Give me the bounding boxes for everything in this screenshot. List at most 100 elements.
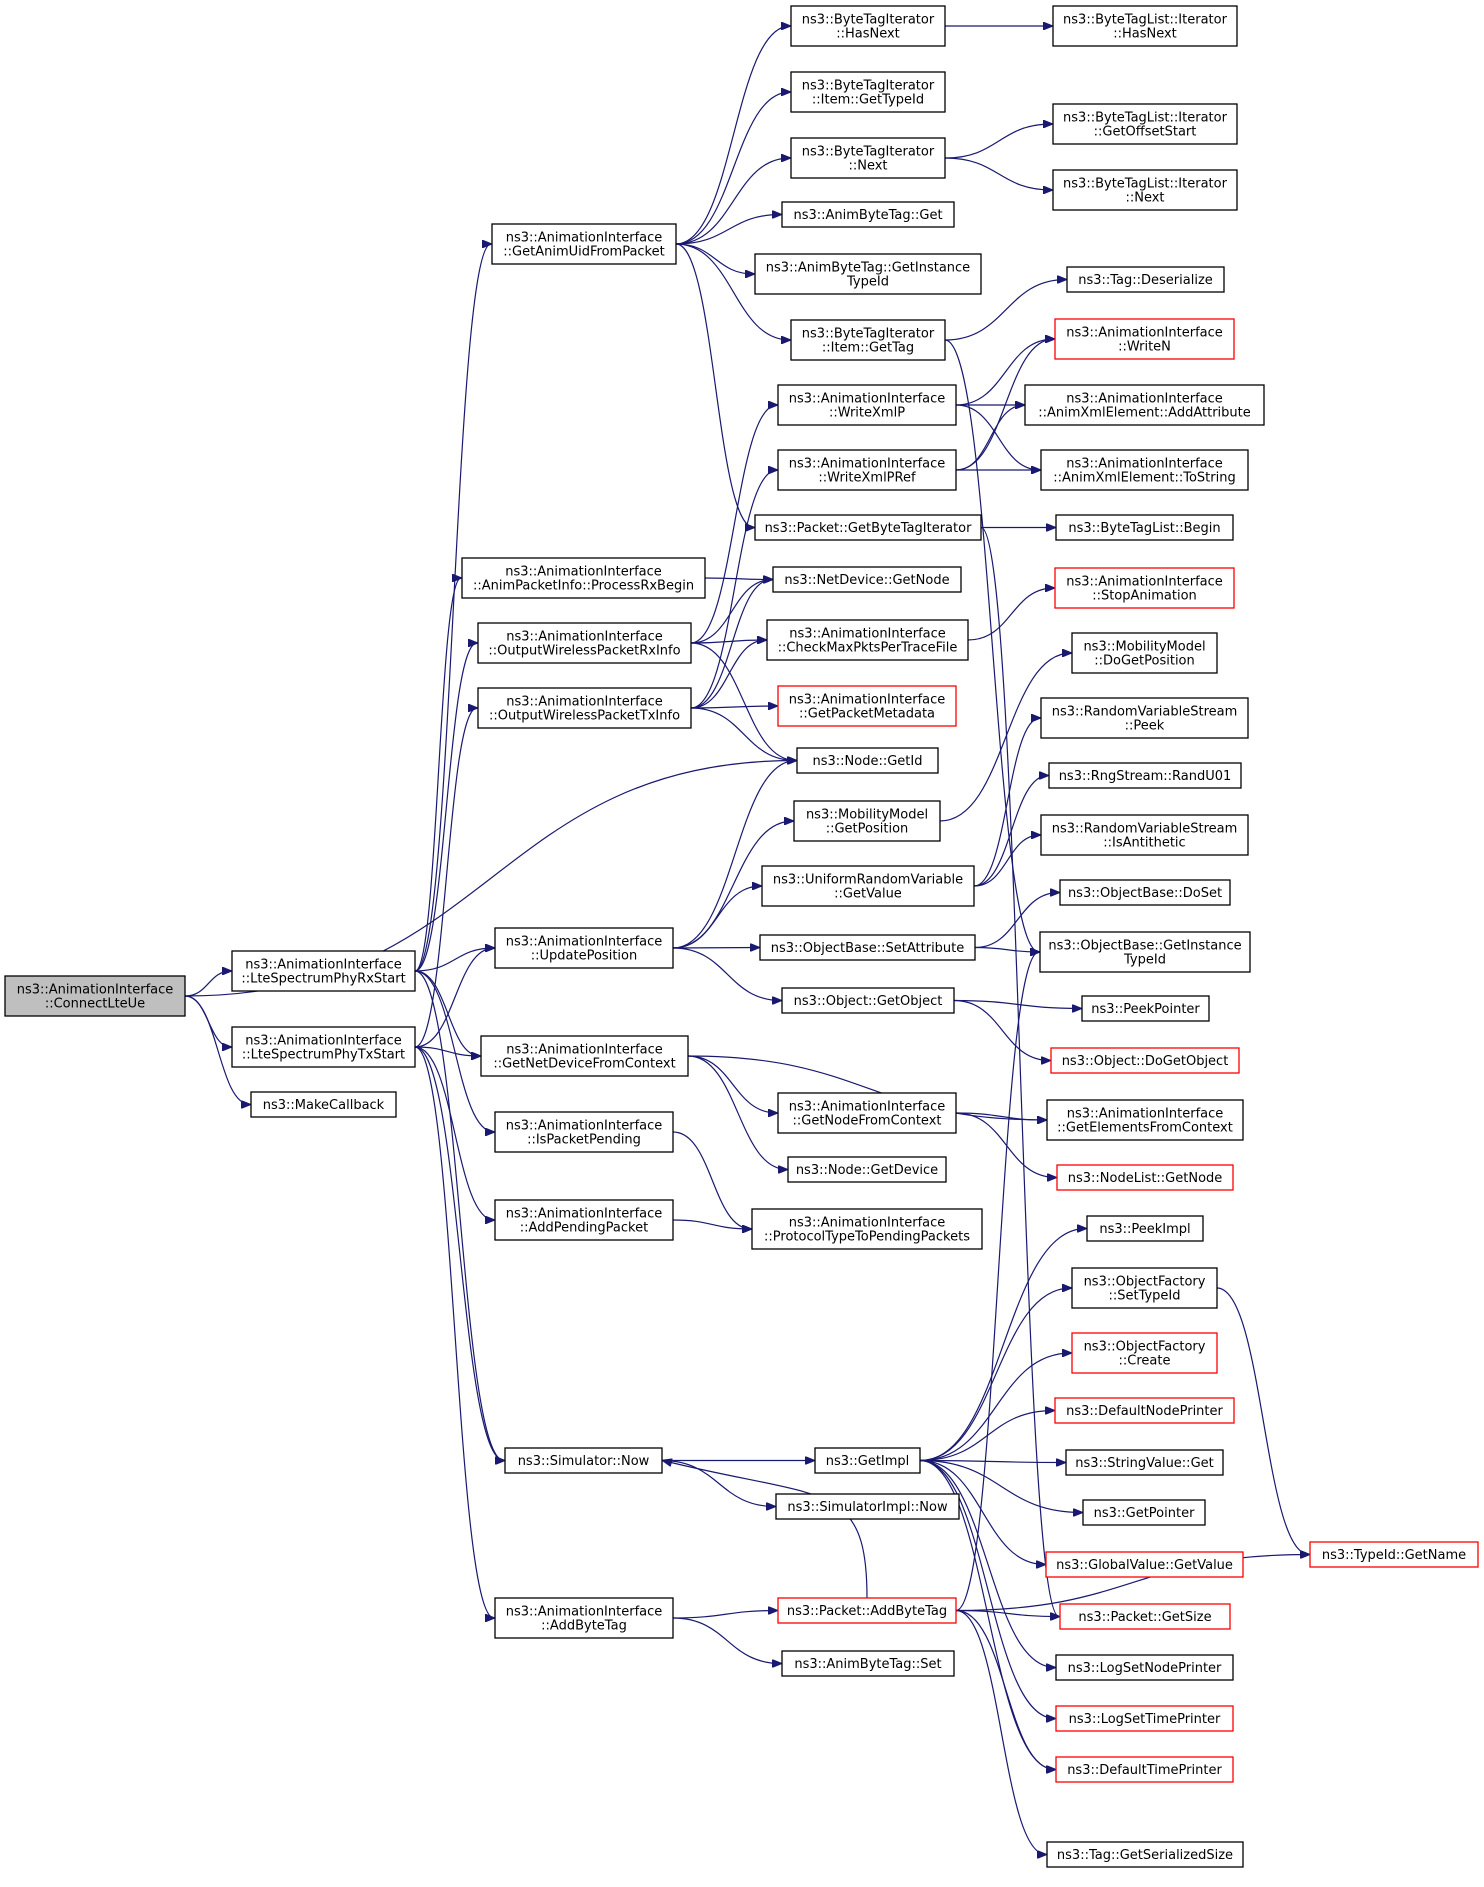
node-getPointer[interactable]: ns3::GetPointer bbox=[1082, 1499, 1206, 1526]
edge-mmGetPosition-to-mmDoGetPosition bbox=[939, 653, 1071, 822]
node-addByteTagAI[interactable]: ns3::AnimationInterface::AddByteTag bbox=[494, 1597, 674, 1639]
node-btiItemGetTag[interactable]: ns3::ByteTagIterator::Item::GetTag bbox=[790, 319, 946, 361]
node-label-line: ::HasNext bbox=[836, 27, 900, 42]
node-mmDoGetPosition[interactable]: ns3::MobilityModel::DoGetPosition bbox=[1071, 632, 1218, 674]
node-box bbox=[477, 622, 692, 664]
node-objDoGetObject[interactable]: ns3::Object::DoGetObject bbox=[1050, 1047, 1240, 1074]
node-box bbox=[1052, 169, 1238, 211]
node-simNow[interactable]: ns3::Simulator::Now bbox=[504, 1447, 663, 1474]
node-rvsIsAntithetic[interactable]: ns3::RandomVariableStream::IsAntithetic bbox=[1040, 814, 1249, 856]
node-getNodeFromCtx[interactable]: ns3::AnimationInterface::GetNodeFromCont… bbox=[777, 1092, 957, 1134]
node-tagDeserialize[interactable]: ns3::Tag::Deserialize bbox=[1066, 266, 1225, 293]
node-obDoSet[interactable]: ns3::ObjectBase::DoSet bbox=[1059, 879, 1231, 906]
node-label-line: ns3::RandomVariableStream bbox=[1052, 822, 1238, 837]
node-stopAnimation[interactable]: ns3::AnimationInterface::StopAnimation bbox=[1054, 567, 1235, 609]
node-netDevGetNode[interactable]: ns3::NetDevice::GetNode bbox=[772, 566, 962, 593]
node-btlIterHasNext[interactable]: ns3::ByteTagList::Iterator::HasNext bbox=[1052, 5, 1238, 47]
node-isPacketPending[interactable]: ns3::AnimationInterface::IsPacketPending bbox=[494, 1111, 674, 1153]
node-nodeGetId[interactable]: ns3::Node::GetId bbox=[796, 747, 939, 774]
node-btiHasNext[interactable]: ns3::ByteTagIterator::HasNext bbox=[790, 5, 946, 47]
edge-updatePosition-to-objGetObject bbox=[672, 947, 781, 1001]
node-label-line: ns3::DefaultTimePrinter bbox=[1067, 1763, 1222, 1778]
node-ofSetTypeId[interactable]: ns3::ObjectFactory::SetTypeId bbox=[1071, 1267, 1218, 1309]
node-nodeListGetNode[interactable]: ns3::NodeList::GetNode bbox=[1056, 1164, 1234, 1191]
node-processRxBegin[interactable]: ns3::AnimationInterface::AnimPacketInfo:… bbox=[461, 557, 706, 599]
edge-getNodeFromCtx-to-getElemFromCtx bbox=[955, 1112, 1046, 1120]
node-logSetNodePrinter[interactable]: ns3::LogSetNodePrinter bbox=[1055, 1654, 1234, 1681]
node-pktGetSize[interactable]: ns3::Packet::GetSize bbox=[1059, 1603, 1231, 1630]
node-peekPointer[interactable]: ns3::PeekPointer bbox=[1081, 995, 1210, 1022]
node-box bbox=[790, 5, 946, 47]
edge-connectLteUe-to-makeCallback bbox=[184, 995, 250, 1105]
node-tagGetSerializedSize[interactable]: ns3::Tag::GetSerializedSize bbox=[1046, 1841, 1244, 1868]
node-defaultTimePrinter[interactable]: ns3::DefaultTimePrinter bbox=[1055, 1756, 1234, 1783]
node-pktAddByteTag[interactable]: ns3::Packet::AddByteTag bbox=[777, 1597, 957, 1624]
node-checkMaxPkts[interactable]: ns3::AnimationInterface::CheckMaxPktsPer… bbox=[766, 619, 969, 661]
node-label-line: ns3::MakeCallback bbox=[263, 1098, 385, 1113]
edge-getImpl-to-getPointer bbox=[919, 1459, 1082, 1513]
node-writeXmlP[interactable]: ns3::AnimationInterface::WriteXmlP bbox=[777, 384, 957, 426]
node-rngRandU01[interactable]: ns3::RngStream::RandU01 bbox=[1048, 762, 1242, 789]
node-objGetObject[interactable]: ns3::Object::GetObject bbox=[781, 987, 955, 1014]
node-outTxInfo[interactable]: ns3::AnimationInterface::OutputWirelessP… bbox=[477, 687, 692, 729]
node-label-line: ::SetTypeId bbox=[1108, 1289, 1180, 1304]
node-btlIterGetOffsetStart[interactable]: ns3::ByteTagList::Iterator::GetOffsetSta… bbox=[1052, 103, 1238, 145]
node-label-line: ::GetOffsetStart bbox=[1094, 125, 1197, 140]
node-stringValueGet[interactable]: ns3::StringValue::Get bbox=[1065, 1449, 1224, 1476]
node-axeAddAttribute[interactable]: ns3::AnimationInterface::AnimXmlElement:… bbox=[1024, 384, 1265, 426]
node-btlIterNext[interactable]: ns3::ByteTagList::Iterator::Next bbox=[1052, 169, 1238, 211]
node-label-line: ::Create bbox=[1119, 1354, 1171, 1369]
node-phyRxStart[interactable]: ns3::AnimationInterface::LteSpectrumPhyR… bbox=[231, 950, 416, 992]
node-getImpl[interactable]: ns3::GetImpl bbox=[814, 1447, 921, 1474]
node-btiItemGetTypeId[interactable]: ns3::ByteTagIterator::Item::GetTypeId bbox=[790, 71, 946, 113]
node-label-line: ns3::ObjectBase::GetInstance bbox=[1048, 939, 1241, 954]
node-outRxInfo[interactable]: ns3::AnimationInterface::OutputWirelessP… bbox=[477, 622, 692, 664]
edge-updatePosition-to-urvGetValue bbox=[672, 886, 761, 949]
node-nodeGetDevice[interactable]: ns3::Node::GetDevice bbox=[787, 1156, 947, 1183]
node-urvGetValue[interactable]: ns3::UniformRandomVariable::GetValue bbox=[761, 865, 975, 907]
node-peekImpl[interactable]: ns3::PeekImpl bbox=[1086, 1215, 1204, 1242]
node-getNetDevFromCtx[interactable]: ns3::AnimationInterface::GetNetDeviceFro… bbox=[480, 1035, 689, 1077]
node-writeN[interactable]: ns3::AnimationInterface::WriteN bbox=[1054, 318, 1235, 360]
node-abtSet[interactable]: ns3::AnimByteTag::Set bbox=[781, 1650, 955, 1677]
node-typeIdGetName[interactable]: ns3::TypeId::GetName bbox=[1309, 1541, 1479, 1568]
node-axeToString[interactable]: ns3::AnimationInterface::AnimXmlElement:… bbox=[1040, 449, 1249, 491]
node-phyTxStart[interactable]: ns3::AnimationInterface::LteSpectrumPhyT… bbox=[231, 1026, 416, 1068]
node-box bbox=[250, 1091, 397, 1118]
node-connectLteUe[interactable]: ns3::AnimationInterface::ConnectLteUe bbox=[4, 975, 186, 1017]
node-makeCallback[interactable]: ns3::MakeCallback bbox=[250, 1091, 397, 1118]
node-obSetAttribute[interactable]: ns3::ObjectBase::SetAttribute bbox=[759, 934, 976, 961]
node-defaultNodePrinter[interactable]: ns3::DefaultNodePrinter bbox=[1054, 1397, 1235, 1424]
node-writeXmlPRef[interactable]: ns3::AnimationInterface::WriteXmlPRef bbox=[777, 449, 957, 491]
node-getPacketMetadata[interactable]: ns3::AnimationInterface::GetPacketMetada… bbox=[777, 685, 957, 727]
node-addPendingPacket[interactable]: ns3::AnimationInterface::AddPendingPacke… bbox=[494, 1199, 674, 1241]
node-label-line: ns3::DefaultNodePrinter bbox=[1066, 1404, 1223, 1419]
node-getByteTagIter[interactable]: ns3::Packet::GetByteTagIterator bbox=[754, 514, 982, 541]
edge-objGetObject-to-objDoGetObject bbox=[953, 999, 1050, 1061]
node-rvsPeek[interactable]: ns3::RandomVariableStream::Peek bbox=[1040, 697, 1249, 739]
node-protoTypeToPending[interactable]: ns3::AnimationInterface::ProtocolTypeToP… bbox=[751, 1208, 983, 1250]
edge-getImpl-to-stringValueGet bbox=[919, 1461, 1065, 1463]
node-logSetTimePrinter[interactable]: ns3::LogSetTimePrinter bbox=[1055, 1705, 1234, 1732]
node-btlBegin[interactable]: ns3::ByteTagList::Begin bbox=[1055, 514, 1234, 541]
node-mmGetPosition[interactable]: ns3::MobilityModel::GetPosition bbox=[793, 800, 941, 842]
node-box bbox=[1071, 1267, 1218, 1309]
node-label-line: ns3::Simulator::Now bbox=[518, 1454, 650, 1469]
node-simImplNow[interactable]: ns3::SimulatorImpl::Now bbox=[775, 1493, 960, 1520]
edge-ofSetTypeId-to-typeIdGetName bbox=[1216, 1287, 1309, 1555]
node-btiNext[interactable]: ns3::ByteTagIterator::Next bbox=[790, 137, 946, 179]
node-box bbox=[781, 1650, 955, 1677]
node-box bbox=[754, 514, 982, 541]
node-label-line: ns3::ByteTagIterator bbox=[802, 79, 935, 94]
edge-getImpl-to-logSetNodePrinter bbox=[919, 1459, 1055, 1668]
node-box bbox=[1059, 879, 1231, 906]
node-getElemFromCtx[interactable]: ns3::AnimationInterface::GetElementsFrom… bbox=[1046, 1099, 1244, 1141]
node-updatePosition[interactable]: ns3::AnimationInterface::UpdatePosition bbox=[494, 927, 674, 969]
node-ofCreate[interactable]: ns3::ObjectFactory::Create bbox=[1071, 1332, 1218, 1374]
node-gvGetValue[interactable]: ns3::GlobalValue::GetValue bbox=[1045, 1551, 1244, 1578]
node-abtGet[interactable]: ns3::AnimByteTag::Get bbox=[781, 201, 955, 228]
node-getAnimUid[interactable]: ns3::AnimationInterface::GetAnimUidFromP… bbox=[491, 223, 677, 265]
node-label-line: ns3::StringValue::Get bbox=[1075, 1456, 1213, 1471]
